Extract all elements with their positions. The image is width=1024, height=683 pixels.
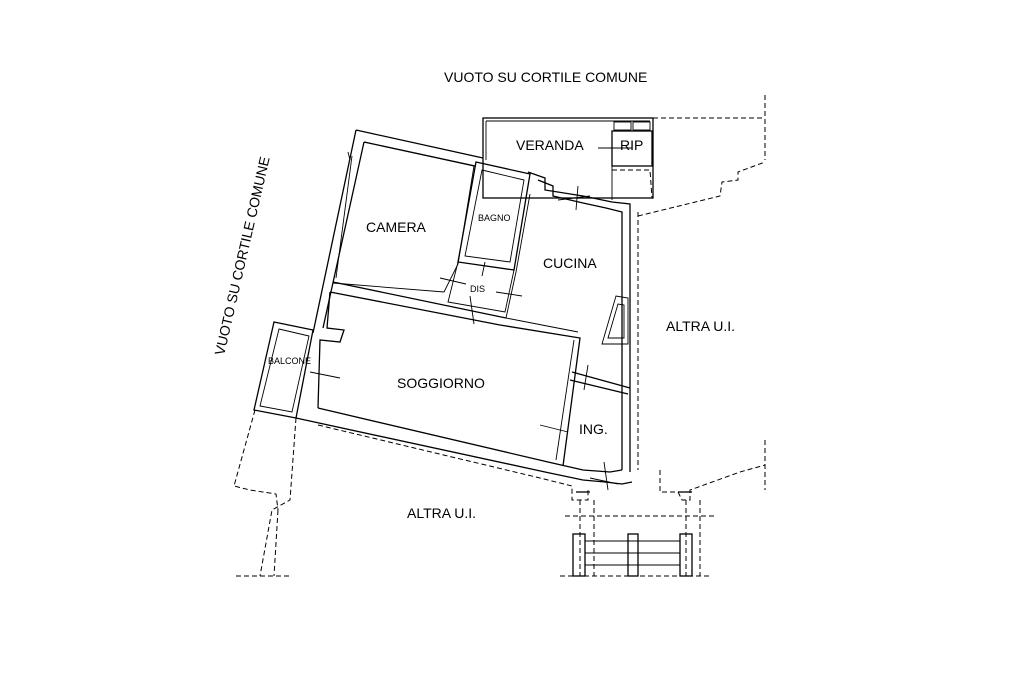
- altra-ui-east-label: ALTRA U.I.: [666, 318, 735, 334]
- dis-walls: [439, 261, 523, 313]
- cucina-label: CUCINA: [543, 255, 597, 271]
- balcone-label: BALCONE: [268, 356, 311, 366]
- bagno-label: BAGNO: [478, 213, 511, 223]
- altra-ui-south-label: ALTRA U.I.: [407, 505, 476, 521]
- ingresso-walls: [539, 364, 631, 491]
- camera-label: CAMERA: [366, 219, 427, 235]
- ingresso-label: ING.: [579, 421, 608, 437]
- soggiorno-walls: [317, 281, 581, 467]
- rip-label: RIP: [620, 137, 643, 153]
- veranda-walls: [482, 117, 654, 200]
- outer-walls: [295, 129, 633, 485]
- stairs: [572, 491, 701, 577]
- west-courtyard-label: VUOTO SU CORTILE COMUNE: [211, 155, 272, 357]
- dis-label: DIS: [470, 284, 485, 294]
- north-courtyard-label: VUOTO SU CORTILE COMUNE: [444, 69, 647, 85]
- soggiorno-label: SOGGIORNO: [397, 375, 485, 391]
- opening-marks: [557, 185, 591, 211]
- veranda-label: VERANDA: [516, 137, 584, 153]
- balcone-walls: [253, 321, 341, 419]
- camera-walls: [332, 141, 475, 293]
- cucina-walls: [505, 193, 629, 345]
